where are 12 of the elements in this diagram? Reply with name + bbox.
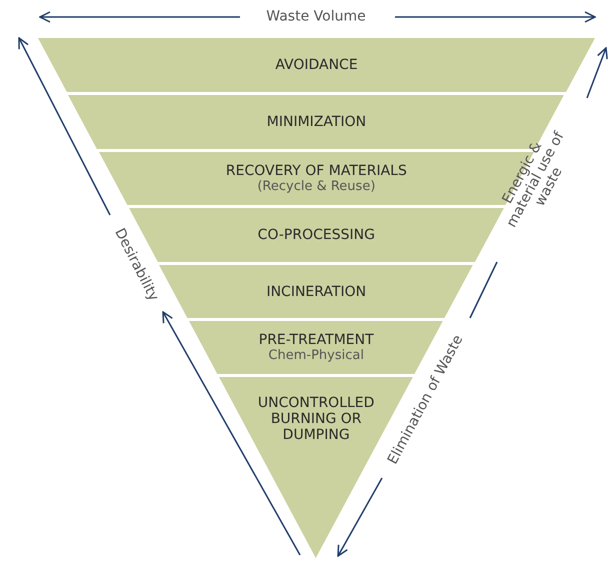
pyramid-level [38, 38, 595, 92]
level-title: RECOVERY OF MATERIALS [226, 162, 407, 178]
level-title: AVOIDANCE [275, 57, 358, 73]
level-title: INCINERATION [266, 284, 366, 300]
axis-label: Waste Volume [266, 10, 366, 24]
level-title: PRE-TREATMENT [258, 332, 374, 348]
level-title: MINIMIZATION [266, 114, 366, 130]
pyramid-level [159, 265, 474, 318]
level-title: UNCONTROLLED BURNING OR DUMPING [256, 395, 376, 443]
level-subtitle: (Recycle & Reuse) [257, 178, 376, 194]
level-subtitle: Chem-Physical [268, 348, 364, 364]
level-title: CO-PROCESSING [258, 227, 375, 243]
